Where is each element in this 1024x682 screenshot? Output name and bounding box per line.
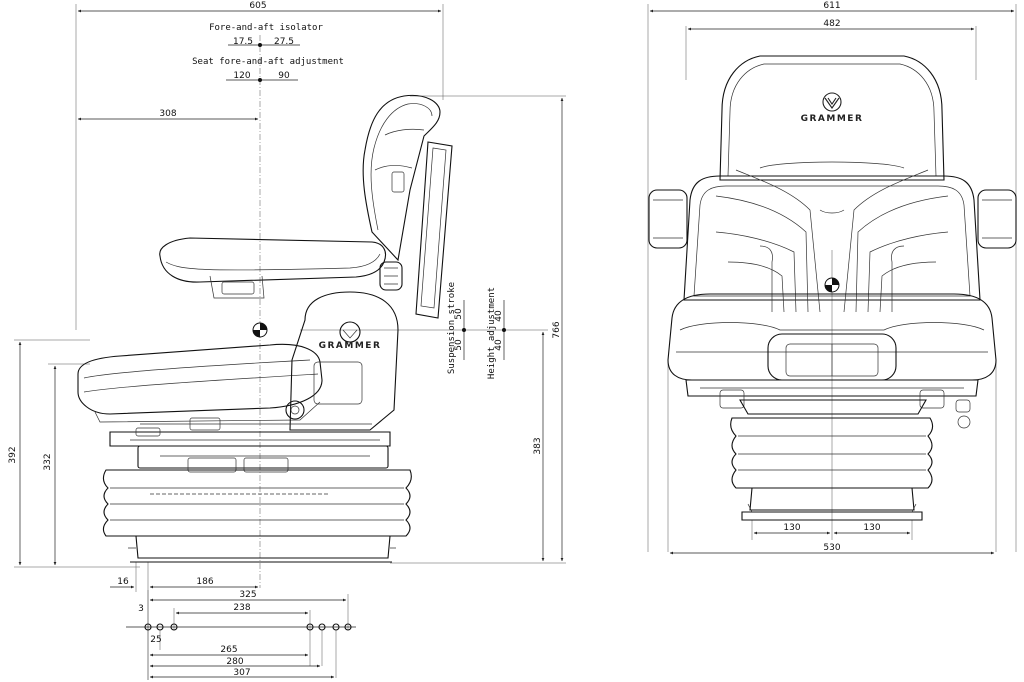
mount-hole	[318, 623, 326, 631]
fore-aft-isolator-label: Fore-and-aft isolator	[209, 23, 323, 33]
mount-hole	[306, 623, 314, 631]
dim-base-height: 383	[300, 329, 548, 562]
dim-611-label: 611	[823, 1, 840, 11]
dim-height-adjustment: Height adjustment 40 40	[487, 287, 506, 379]
front-view: 611 482 530 130 130	[647, 1, 1017, 555]
height-a-value: 40	[494, 310, 504, 322]
dim-392-label: 392	[8, 446, 18, 463]
dim-overall-width: 611	[647, 1, 1017, 552]
mount-pattern: 325 3 238 25 265 280 307	[126, 590, 356, 680]
dim-overall-height: 766	[390, 95, 566, 564]
mount-hole	[170, 623, 178, 631]
center-of-gravity-marker-side	[252, 322, 268, 338]
height-b-value: 40	[494, 339, 504, 351]
dim-130-right-label: 130	[863, 523, 880, 533]
dim-backrest-width: 482	[685, 19, 977, 80]
dim-half-widths: 130 130	[751, 250, 913, 540]
mount-hole	[144, 623, 152, 631]
dim-482-label: 482	[823, 19, 840, 29]
armrest-left	[648, 189, 688, 249]
dim-reference-depth: 308	[77, 109, 259, 121]
dim-766-label: 766	[552, 321, 562, 338]
dim-307-label: 307	[233, 668, 250, 678]
dim-base-width: 530	[667, 360, 997, 555]
adjust-right-value: 90	[278, 71, 290, 81]
center-of-gravity-marker-front	[824, 277, 840, 293]
seat-front-outline: GRAMMER	[648, 55, 1017, 521]
dim-332-label: 332	[43, 453, 53, 470]
adjust-left-value: 120	[233, 71, 250, 81]
mount-hole	[332, 623, 340, 631]
isolator-right-value: 27.5	[274, 37, 294, 47]
suspension-a-value: 50	[454, 308, 464, 320]
dim-25-label: 25	[150, 635, 161, 645]
dim-383-label: 383	[533, 437, 543, 454]
brand-label-side: GRAMMER	[319, 341, 382, 351]
side-view: 605 Fore-and-aft isolator 17.5 27.5 Seat…	[8, 1, 566, 680]
dim-325-label: 325	[239, 590, 256, 600]
dim-3-label: 3	[138, 604, 144, 614]
dim-280-label: 280	[226, 657, 243, 667]
dim-186-label: 186	[196, 577, 213, 587]
brand-label-front: GRAMMER	[801, 114, 864, 124]
dim-seat-fore-aft-adjustment: Seat fore-and-aft adjustment 120 90	[192, 57, 344, 82]
height-adjustment-label: Height adjustment	[487, 287, 497, 379]
armrest-right	[977, 189, 1017, 249]
seat-fore-aft-adjustment-label: Seat fore-and-aft adjustment	[192, 57, 344, 67]
dim-605-label: 605	[249, 1, 266, 11]
grammer-logo-front: GRAMMER	[801, 92, 864, 124]
dim-265-label: 265	[220, 645, 237, 655]
grammer-logo-side	[339, 321, 361, 343]
dim-fore-aft-isolator: Fore-and-aft isolator 17.5 27.5	[209, 23, 323, 47]
suspension-b-value: 50	[454, 339, 464, 351]
suspension-stroke-label: Suspension stroke	[447, 282, 457, 374]
dim-238-label: 238	[233, 603, 250, 613]
dim-130-left-label: 130	[783, 523, 800, 533]
dim-suspension-stroke: Suspension stroke 50 50	[447, 282, 466, 374]
seat-side-outline: GRAMMER	[77, 94, 453, 563]
dim-530-label: 530	[823, 543, 840, 553]
dim-overall-depth: 605	[75, 1, 444, 330]
mount-holes	[144, 623, 352, 631]
dim-308-label: 308	[159, 109, 176, 119]
dim-16-label: 16	[117, 577, 129, 587]
dim-left-heights: 392 332	[8, 339, 140, 568]
isolator-left-value: 17.5	[233, 37, 253, 47]
mount-hole	[344, 623, 352, 631]
